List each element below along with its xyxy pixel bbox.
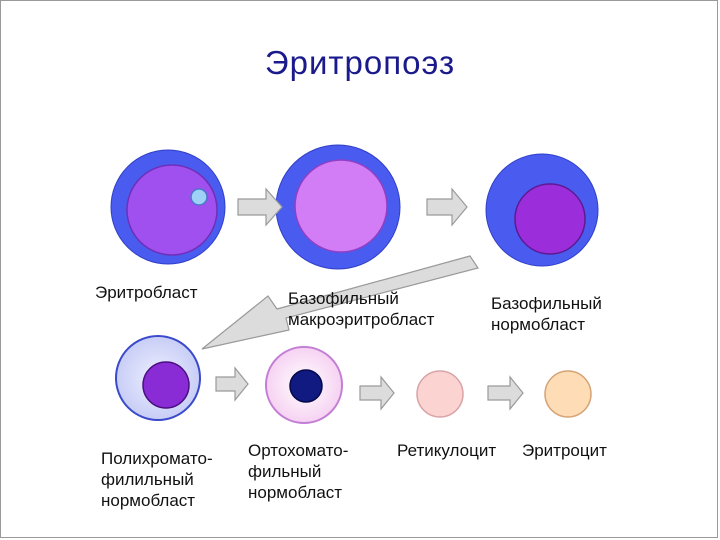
basophilic-normoblast-label: Базофильный нормобласт — [491, 293, 602, 335]
orthochromatophilic-normoblast-cell — [266, 347, 342, 423]
basophilic-normoblast-cell — [486, 154, 598, 266]
erythroblast-cell — [111, 150, 225, 264]
erythroblast-label: Эритробласт — [95, 282, 198, 303]
arrow-right-icon — [488, 377, 523, 409]
erythrocyte-label: Эритроцит — [522, 440, 607, 461]
basophilic-macroerythroblast-label: Базофильный макроэритробласт — [288, 288, 434, 330]
basophilic-macroerythroblast-cell — [276, 145, 400, 269]
polychromatophilic-normoblast-label: Полихромато- филильный нормобласт — [101, 448, 213, 511]
arrow-right-icon — [427, 189, 467, 225]
orthochromatophilic-normoblast-label: Ортохомато- фильный нормобласт — [248, 440, 348, 503]
reticulocyte-cell — [417, 371, 463, 417]
reticulocyte-label: Ретикулоцит — [397, 440, 496, 461]
polychromatophilic-normoblast-cell — [116, 336, 200, 420]
arrow-right-icon — [360, 377, 394, 409]
arrow-right-icon — [238, 189, 282, 225]
arrow-right-icon — [216, 368, 248, 400]
erythrocyte-cell — [545, 371, 591, 417]
